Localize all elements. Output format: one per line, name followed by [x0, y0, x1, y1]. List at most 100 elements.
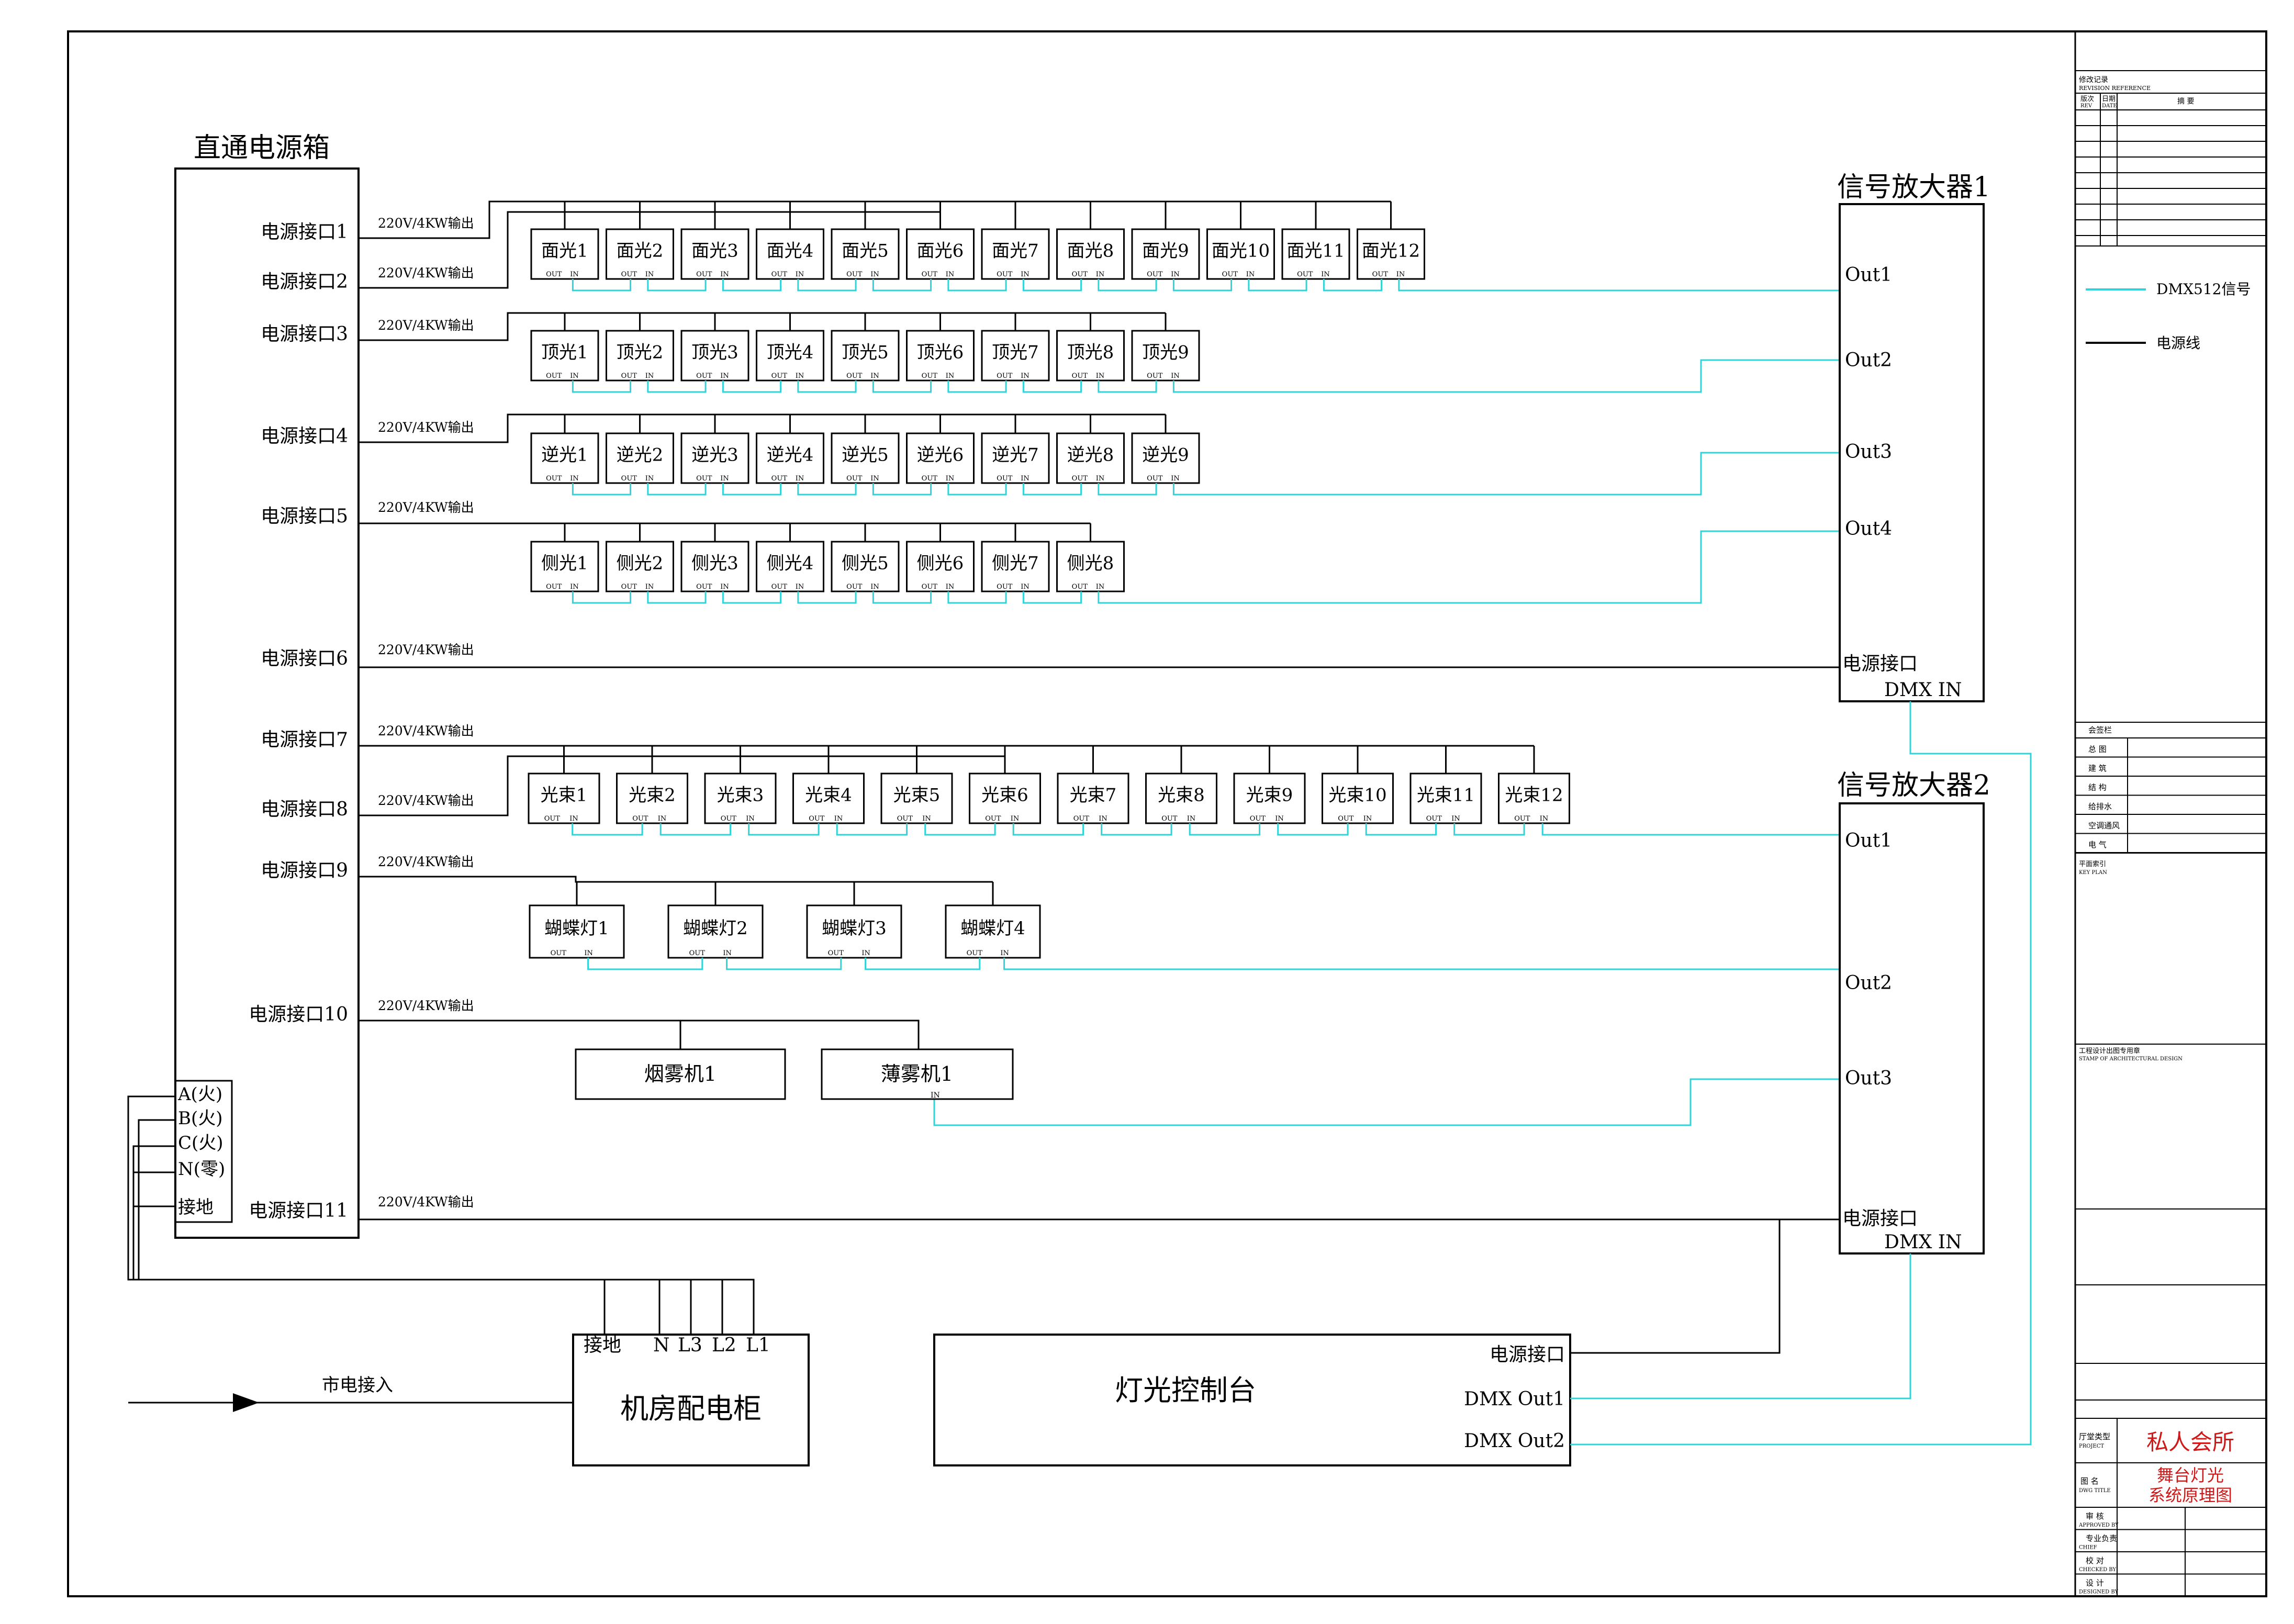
fixture-box	[756, 541, 824, 592]
phase-terminal-1: B(火)	[178, 1108, 223, 1129]
fixture-in-label: IN	[922, 815, 931, 823]
fixture-in-label: IN	[1171, 271, 1180, 278]
power-port-8: 电源接口8	[261, 799, 348, 820]
fixture-label: 逆光6	[917, 444, 964, 465]
fixture-label: 面光8	[1067, 240, 1114, 261]
fixture-box	[680, 432, 749, 484]
fixture-out-label: OUT	[544, 815, 561, 823]
feeder-top-0	[359, 312, 1166, 341]
feeder-effects	[359, 1020, 920, 1049]
dwg-title-label: 图 名	[2080, 1476, 2099, 1486]
fixture-in-label: IN	[1363, 815, 1372, 823]
fixture-label: 面光11	[1286, 240, 1345, 261]
project-name: 私人会所	[2146, 1429, 2234, 1455]
fixture-box	[756, 228, 824, 280]
fixture-out-label: OUT	[846, 372, 863, 380]
fixture-in-label: IN	[870, 583, 879, 591]
fixture-out-label: OUT	[696, 475, 712, 483]
fixture-out-label: OUT	[696, 372, 712, 380]
role-label-en: CHIEF	[2079, 1545, 2097, 1551]
legend-power-label: 电源线	[2156, 334, 2200, 352]
fixture-in-label: IN	[1000, 949, 1009, 957]
fixture-in-label: IN	[1021, 372, 1029, 380]
key-plan-label: 平面索引	[2079, 860, 2106, 868]
amp2-out2: Out2	[1845, 972, 1892, 994]
console-wiring	[359, 666, 2032, 1446]
fixture-label: 面光2	[617, 240, 664, 261]
fixture-box	[667, 904, 764, 959]
power-port-9: 电源接口9	[261, 860, 348, 881]
fixture-out-label: OUT	[632, 815, 648, 823]
fixture-label: 蝴蝶灯2	[683, 918, 748, 939]
mains-arrow	[233, 1393, 259, 1412]
power-port-output-2: 220V/4KW输出	[378, 265, 474, 281]
fixture-in-label: IN	[723, 949, 732, 957]
fixture-label: 面光4	[767, 240, 814, 261]
fixture-label: 面光5	[842, 240, 889, 261]
fixture-out-label: OUT	[846, 475, 863, 483]
fixture-label: 顶光8	[1067, 342, 1114, 363]
sign-row-label: 结 构	[2088, 783, 2107, 792]
fixture-in-label: IN	[1096, 271, 1105, 278]
mains-label: 市电接入	[322, 1375, 393, 1396]
fixture-label: 面光12	[1362, 240, 1420, 261]
fixture-in-label: IN	[746, 815, 755, 823]
dmx-chain-butterfly	[587, 958, 1840, 970]
fixture-box	[1131, 432, 1200, 484]
fixture-box	[945, 904, 1041, 959]
fixture-in-label: IN	[570, 372, 579, 380]
fixture-in-label: IN	[796, 271, 804, 278]
power-port-3: 电源接口3	[261, 323, 348, 345]
power-port-output-9: 220V/4KW输出	[378, 854, 474, 869]
rev-title: 修改记录	[2079, 76, 2108, 84]
project-label: 厅堂类型	[2079, 1432, 2110, 1441]
fixture-in-label: IN	[569, 815, 578, 823]
fixture-box	[606, 330, 674, 382]
fixture-out-label: OUT	[771, 372, 788, 380]
fixture-out-label: OUT	[997, 372, 1013, 380]
power-port-5: 电源接口5	[261, 506, 348, 527]
fixture-box	[969, 772, 1041, 824]
fixture-label: 逆光5	[842, 444, 889, 465]
fixture-out-label: OUT	[897, 815, 913, 823]
feeder-beam-1	[359, 755, 1005, 816]
rev-note-header: 摘 要	[2177, 97, 2194, 106]
fixture-in-label: IN	[584, 949, 593, 957]
fixture-label: 逆光1	[541, 444, 588, 465]
fixture-out-label: OUT	[621, 583, 637, 591]
fixture-label: 光束5	[893, 785, 941, 805]
fixture-in-label: IN	[720, 475, 729, 483]
fixture-box	[1322, 772, 1394, 824]
amp1-power-port: 电源接口	[1842, 653, 1918, 675]
fixture-box	[1057, 772, 1129, 824]
dmx-haze	[933, 1078, 1840, 1126]
fixture-box	[831, 330, 900, 382]
fixture-box	[1409, 772, 1482, 824]
fixture-in-label: IN	[796, 475, 804, 483]
fixture-box	[1056, 432, 1125, 484]
fixture-label: 光束2	[629, 785, 676, 805]
phase-terminal-0: A(火)	[177, 1084, 222, 1105]
project-label-en: PROJECT	[2079, 1443, 2104, 1449]
rev-date-header: 日期	[2102, 95, 2116, 103]
role-label-en: APPROVED BY	[2078, 1522, 2119, 1528]
power-port-6: 电源接口6	[261, 648, 348, 669]
fixture-in-label: IN	[870, 271, 879, 278]
haze-machine-in: IN	[931, 1091, 940, 1100]
fixture-label: 逆光8	[1067, 444, 1114, 465]
amp1-out4: Out4	[1845, 518, 1892, 540]
fixture-label: 光束8	[1158, 785, 1205, 805]
dmx-chain-top	[572, 359, 1840, 393]
fixture-box	[530, 541, 599, 592]
fixture-out-label: OUT	[997, 475, 1013, 483]
fixture-box	[1056, 541, 1125, 592]
fixture-box	[756, 432, 824, 484]
fixture-box	[530, 228, 599, 280]
fixture-box	[680, 330, 749, 382]
amp1-out1: Out1	[1845, 264, 1892, 286]
